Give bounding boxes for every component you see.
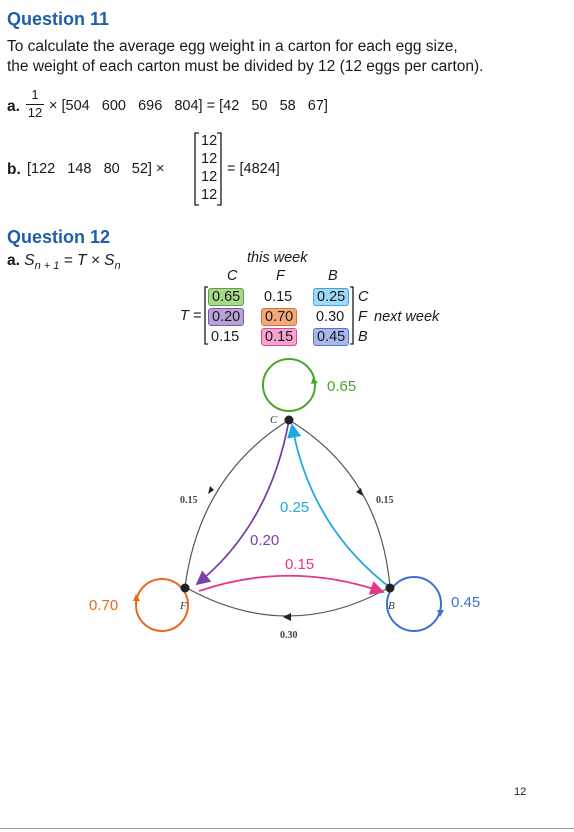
loop-c-arrow <box>311 377 318 384</box>
loop-f-arrow <box>133 594 140 601</box>
matrix-this-week-label: this week <box>247 250 308 266</box>
matrix-cell-c-c: 0.65 <box>208 288 245 306</box>
loop-label-c: 0.65 <box>327 378 356 395</box>
footer-rule <box>0 828 574 829</box>
matrix-col-head-b: B <box>328 268 338 284</box>
page-number: 12 <box>514 786 527 798</box>
matrix-cell-f-f: 0.70 <box>261 308 298 326</box>
q12-subscript: n <box>114 260 121 273</box>
q11-a-fraction-bar <box>26 104 44 105</box>
matrix-row-label-c: C <box>358 289 369 305</box>
matrix-cell-c-b: 0.25 <box>313 288 350 306</box>
q11-b-col-entry: 12 <box>201 169 218 185</box>
q11-b-row-vector: [122 148 80 52] × <box>27 161 165 177</box>
matrix-row-label-f: F <box>358 309 367 325</box>
loop-label-b: 0.45 <box>451 594 480 611</box>
q11-a-label: a. <box>7 98 20 115</box>
q11-b-column-brackets <box>194 132 222 206</box>
q12-subscript: n + 1 <box>34 260 60 273</box>
matrix-col-head-f: F <box>276 268 285 284</box>
node-f <box>180 583 190 593</box>
edge-c-f-outer <box>184 419 290 588</box>
edge-label-c-to-f: 0.20 <box>250 532 279 549</box>
loop-f <box>135 578 189 632</box>
matrix-next-week-label: next week <box>374 309 440 325</box>
edge-b-f-bottom <box>184 586 391 617</box>
matrix-cell-b-c: 0.15 <box>211 329 240 345</box>
loop-label-f: 0.70 <box>89 597 118 614</box>
matrix-cell-b-f: 0.15 <box>261 328 298 346</box>
edge-label-c-f-outer: 0.15 <box>180 495 198 506</box>
q11-a-expression: × [504 600 696 804] = [42 50 58 67] <box>49 98 328 114</box>
node-c <box>284 415 294 425</box>
node-b <box>385 583 395 593</box>
edge-label-b-to-c: 0.25 <box>280 499 309 516</box>
node-label-b: B <box>388 600 395 612</box>
q12-a-label: a. <box>7 252 20 269</box>
node-label-c: C <box>270 414 278 426</box>
q11-a-numerator: 1 <box>31 87 39 102</box>
edge-b-f-bottom-arrow <box>283 613 291 621</box>
matrix-cell-f-c: 0.20 <box>208 308 245 326</box>
q11-text-line1: To calculate the average egg weight in a… <box>7 38 458 55</box>
matrix-cell-b-b: 0.45 <box>313 328 350 346</box>
q11-b-col-entry: 12 <box>201 151 218 167</box>
edge-c-b-outer-arrow <box>356 488 363 496</box>
q12-a-equation: a. Sn + 1 = T × Sn <box>7 252 121 272</box>
matrix-t-equals: T = <box>180 308 202 324</box>
matrix-row-label-b: B <box>358 329 368 345</box>
matrix-cell-f-b: 0.30 <box>316 309 345 325</box>
transition-diagram: C F B 0.65 0.70 0.45 0.15 0.15 0.30 0.25… <box>89 358 480 641</box>
q12-title: Question 12 <box>7 227 111 247</box>
q11-b-result: = [4824] <box>227 161 280 177</box>
q11-a-denominator: 12 <box>27 105 43 120</box>
q11-text-line2: the weight of each carton must be divide… <box>7 58 484 75</box>
matrix-cell-c-f: 0.15 <box>264 289 293 305</box>
node-label-f: F <box>179 600 187 612</box>
q12-s-symbol: S <box>24 252 35 269</box>
edge-label-b-f-bottom: 0.30 <box>280 630 298 641</box>
matrix-col-head-c: C <box>227 268 238 284</box>
loop-b-arrow <box>437 610 444 617</box>
edge-c-f-outer-arrow <box>208 486 214 494</box>
matrix-brackets <box>204 286 354 345</box>
edge-b-to-c <box>287 423 389 587</box>
q12-equation-mid: = T × S <box>59 252 115 269</box>
q11-b-col-entry: 12 <box>201 187 218 203</box>
edge-f-to-b <box>198 574 385 595</box>
q11-b-label: b. <box>7 161 21 178</box>
edge-label-f-to-b: 0.15 <box>285 556 314 573</box>
q11-title: Question 11 <box>7 9 110 29</box>
loop-b <box>386 576 442 632</box>
edge-label-c-b-outer: 0.15 <box>376 495 394 506</box>
edge-c-to-f <box>195 419 290 586</box>
loop-c <box>262 358 316 412</box>
q11-b-col-entry: 12 <box>201 133 218 149</box>
